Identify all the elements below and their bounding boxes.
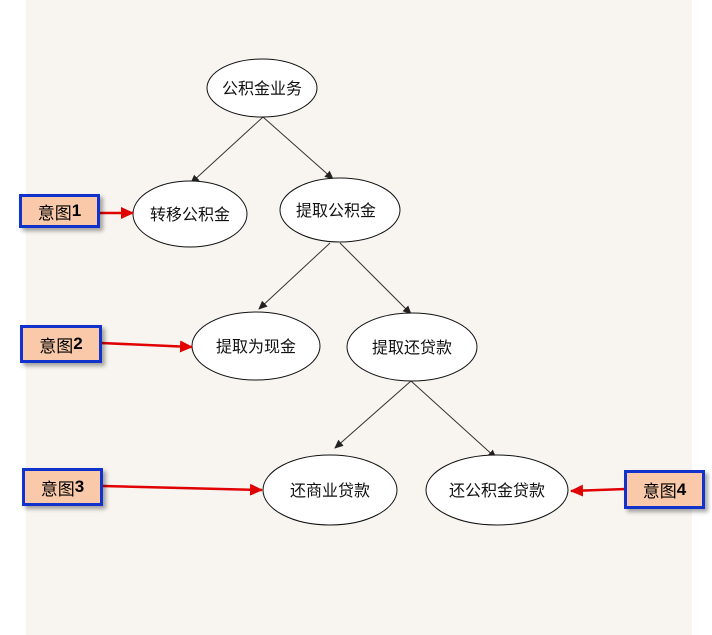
node-root: 公积金业务 bbox=[206, 58, 318, 118]
intent-1-number: 1 bbox=[71, 201, 82, 220]
node-provident-label: 还公积金贷款 bbox=[449, 481, 545, 500]
node-provident: 还公积金贷款 bbox=[425, 454, 569, 526]
intent-4-arrow bbox=[570, 484, 627, 497]
intent-4-number: 4 bbox=[676, 479, 687, 499]
edge-withdraw-repay bbox=[339, 242, 412, 315]
intent-2-prefix: 意图 bbox=[39, 336, 74, 356]
node-root-label: 公积金业务 bbox=[222, 79, 302, 98]
node-transfer: 转移公积金 bbox=[132, 180, 248, 248]
intent-4-prefix: 意图 bbox=[642, 482, 677, 501]
edge-root-withdraw bbox=[262, 116, 334, 180]
node-transfer-label: 转移公积金 bbox=[150, 205, 230, 224]
edge-withdraw-cash bbox=[258, 242, 331, 310]
intent-3-number: 3 bbox=[74, 477, 85, 496]
edge-repay-provident bbox=[410, 380, 497, 459]
intent-1-prefix: 意图 bbox=[37, 203, 72, 223]
diagram-background bbox=[26, 0, 692, 635]
edge-repay-commercial bbox=[334, 380, 412, 449]
intent-3-prefix: 意图 bbox=[40, 479, 75, 499]
node-withdraw: 提取公积金 bbox=[279, 177, 401, 243]
node-repay-label: 提取还贷款 bbox=[372, 338, 452, 357]
node-cash: 提取为现金 bbox=[191, 311, 321, 381]
edge-root-transfer bbox=[190, 116, 264, 184]
node-commercial: 还商业贷款 bbox=[262, 454, 398, 526]
node-repay: 提取还贷款 bbox=[346, 312, 478, 382]
intent-3-arrow bbox=[102, 483, 263, 496]
node-cash-label: 提取为现金 bbox=[216, 337, 296, 356]
intent-2-arrow bbox=[100, 340, 193, 353]
node-commercial-label: 还商业贷款 bbox=[290, 481, 370, 500]
intent-2-number: 2 bbox=[73, 334, 83, 353]
node-withdraw-label: 提取公积金 bbox=[296, 201, 376, 220]
